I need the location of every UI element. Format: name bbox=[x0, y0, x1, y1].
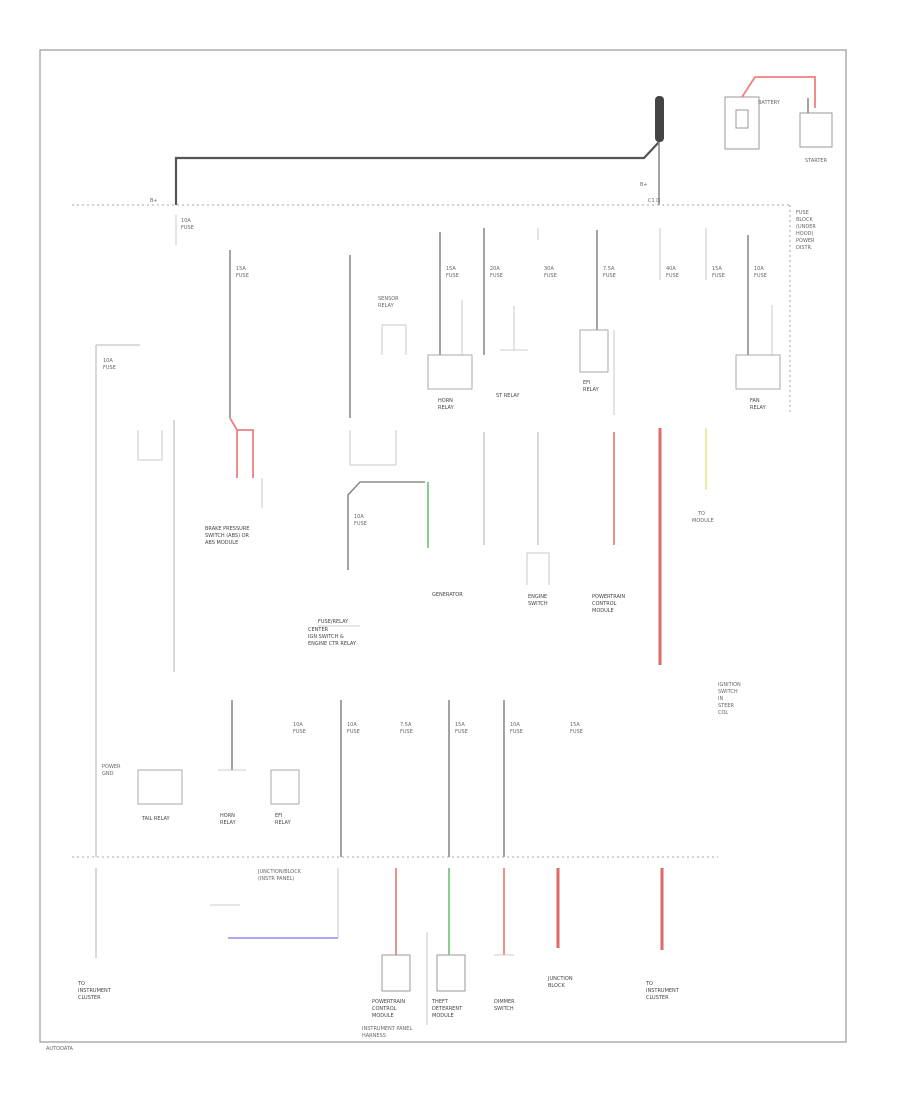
svg-text:RELAY: RELAY bbox=[275, 820, 292, 826]
svg-text:FUSE: FUSE bbox=[712, 273, 725, 279]
tail-relay-switch bbox=[137, 430, 163, 461]
mid-fuse-label: 10A bbox=[354, 514, 364, 520]
engine-switch bbox=[526, 552, 550, 585]
svg-text:FUSE: FUSE bbox=[181, 225, 194, 231]
svg-text:30A: 30A bbox=[544, 266, 554, 272]
starter: STARTER bbox=[799, 112, 833, 164]
left-fuse-label-2: FUSE bbox=[103, 365, 116, 371]
st-relay-label: ST RELAY bbox=[496, 393, 520, 399]
battery: BATTERY bbox=[724, 96, 781, 150]
svg-text:SENSOR: SENSOR bbox=[378, 296, 399, 302]
svg-text:FUSE: FUSE bbox=[666, 273, 679, 279]
svg-text:HORN: HORN bbox=[220, 813, 235, 819]
svg-text:10A: 10A bbox=[181, 218, 191, 224]
svg-text:7.5A: 7.5A bbox=[603, 266, 615, 272]
svg-text:10A: 10A bbox=[347, 722, 357, 728]
svg-text:GND: GND bbox=[102, 771, 114, 777]
svg-text:15A: 15A bbox=[236, 266, 246, 272]
junction-label: JUNCTION/BLOCK(INSTR PANEL) bbox=[257, 869, 302, 882]
feed-label-a: B+ bbox=[150, 198, 158, 204]
svg-text:10A: 10A bbox=[510, 722, 520, 728]
svg-text:20A: 20A bbox=[490, 266, 500, 272]
starter-label: STARTER bbox=[805, 158, 828, 164]
green-feed bbox=[347, 481, 425, 570]
yellow-dest-label: TO bbox=[697, 511, 705, 517]
svg-text:15A: 15A bbox=[570, 722, 580, 728]
ecu-relay bbox=[349, 430, 397, 466]
mid-fuse-label-2: FUSE bbox=[354, 521, 367, 527]
svg-text:FUSE: FUSE bbox=[490, 273, 503, 279]
svg-text:FUSE: FUSE bbox=[754, 273, 767, 279]
svg-text:15A: 15A bbox=[446, 266, 456, 272]
svg-text:FUSE: FUSE bbox=[293, 729, 306, 735]
svg-text:FUSE: FUSE bbox=[544, 273, 557, 279]
main-feed-wire bbox=[174, 141, 660, 205]
svg-text:RELAY: RELAY bbox=[378, 303, 395, 309]
svg-text:FUSE: FUSE bbox=[603, 273, 616, 279]
battery-label: BATTERY bbox=[758, 100, 781, 106]
diagram-frame bbox=[39, 49, 847, 1043]
generator-label: GENERATOR bbox=[432, 592, 463, 598]
svg-text:FUSE: FUSE bbox=[510, 729, 523, 735]
theft-box bbox=[436, 954, 466, 992]
tail-relay-label: TAIL RELAY bbox=[141, 816, 171, 822]
feed-label-b: B+ bbox=[640, 182, 648, 188]
svg-text:7.5A: 7.5A bbox=[400, 722, 412, 728]
pcm-bottom-box bbox=[381, 954, 411, 992]
svg-text:FUSE: FUSE bbox=[400, 729, 413, 735]
svg-text:FUSE: FUSE bbox=[570, 729, 583, 735]
page-code: AUTODATA bbox=[46, 1046, 74, 1052]
brake-switch-red bbox=[229, 417, 254, 478]
battery-starter-cable bbox=[741, 76, 816, 108]
svg-text:10A: 10A bbox=[293, 722, 303, 728]
svg-text:POWER: POWER bbox=[102, 764, 121, 770]
yellow-dest-label-2: MODULE bbox=[692, 518, 714, 524]
svg-text:FUSE: FUSE bbox=[446, 273, 459, 279]
svg-text:40A: 40A bbox=[666, 266, 676, 272]
svg-text:10A: 10A bbox=[754, 266, 764, 272]
left-fuse-label: 10A bbox=[103, 358, 113, 364]
svg-text:FUSE: FUSE bbox=[347, 729, 360, 735]
svg-text:15A: 15A bbox=[455, 722, 465, 728]
svg-text:EFI: EFI bbox=[275, 813, 283, 819]
fusible-link bbox=[655, 96, 664, 142]
svg-text:FUSE: FUSE bbox=[455, 729, 468, 735]
svg-text:RELAY: RELAY bbox=[220, 820, 237, 826]
svg-text:FUSE: FUSE bbox=[236, 273, 249, 279]
feed-label-c: C1 D bbox=[648, 198, 660, 204]
svg-text:15A: 15A bbox=[712, 266, 722, 272]
